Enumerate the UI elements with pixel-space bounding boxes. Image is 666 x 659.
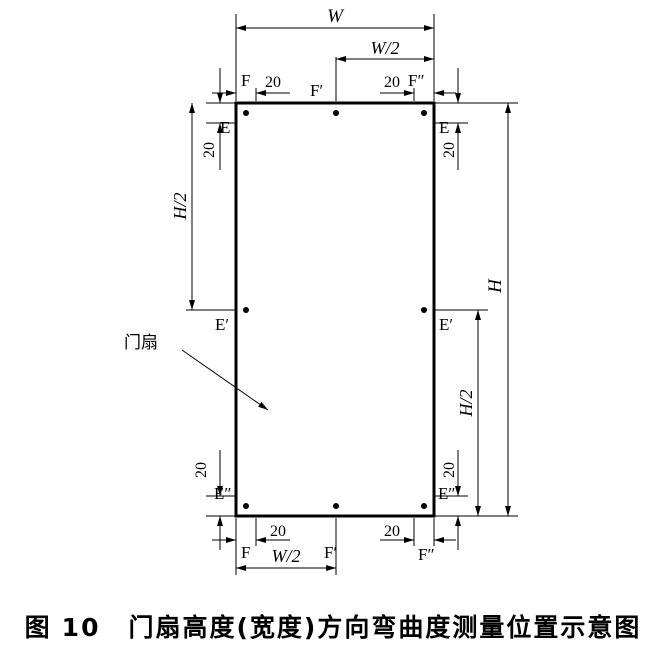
measurement-point [243, 307, 249, 313]
point-label-e-prime: E′ [439, 315, 453, 334]
half-height-right-label: H/2 [456, 390, 476, 418]
point-label-f: F [241, 71, 250, 90]
measurement-point [421, 503, 427, 509]
offset-20-label: 20 [201, 142, 218, 158]
half-width-top-label: W/2 [371, 38, 400, 58]
point-label-e-prime: E′ [215, 315, 229, 334]
offset-20-label: 20 [441, 462, 458, 478]
offset-20-label: 20 [384, 523, 400, 540]
point-label-e: E [439, 118, 449, 137]
measurement-point [243, 503, 249, 509]
width-label: W [327, 6, 345, 27]
measurement-point [333, 503, 339, 509]
door-leaf-label: 门扇 [124, 333, 158, 353]
dimension-lines [181, 25, 511, 571]
door-leaf-diagram: W W/2 H H/2 H/2 W/2 20 20 20 20 20 20 20… [124, 6, 518, 575]
measurement-points [243, 110, 427, 509]
figure-number: 10 [61, 613, 101, 642]
measurement-point [421, 307, 427, 313]
offset-20-label: 20 [193, 462, 210, 478]
measurement-point [333, 110, 339, 116]
measurement-point [243, 110, 249, 116]
offset-20-label: 20 [384, 74, 400, 91]
offset-20-label: 20 [265, 74, 281, 91]
measurement-point [421, 110, 427, 116]
point-label-e: E [220, 118, 230, 137]
figure-title: 门扇高度(宽度)方向弯曲度测量位置示意图 [128, 613, 642, 642]
offset-20-label: 20 [270, 523, 286, 540]
point-label-f: F [241, 543, 250, 562]
point-label-f-double-prime: F″ [418, 545, 435, 564]
figure-prefix: 图 [24, 613, 52, 642]
half-width-bottom-label: W/2 [272, 546, 301, 566]
point-label-f-prime: F′ [310, 81, 323, 100]
door-leaf-leader-line [181, 349, 269, 411]
height-label: H [485, 278, 506, 294]
door-leaf-outline [234, 101, 436, 518]
point-label-f-double-prime: F″ [408, 71, 425, 90]
point-label-f-prime: F′ [324, 543, 337, 562]
point-label-e-double-prime: E″ [438, 484, 455, 503]
offset-20-label: 20 [441, 142, 458, 158]
figure-caption: 图 10 门扇高度(宽度)方向弯曲度测量位置示意图 [0, 608, 666, 644]
point-label-e-double-prime: E″ [214, 484, 231, 503]
half-height-left-label: H/2 [170, 193, 190, 221]
